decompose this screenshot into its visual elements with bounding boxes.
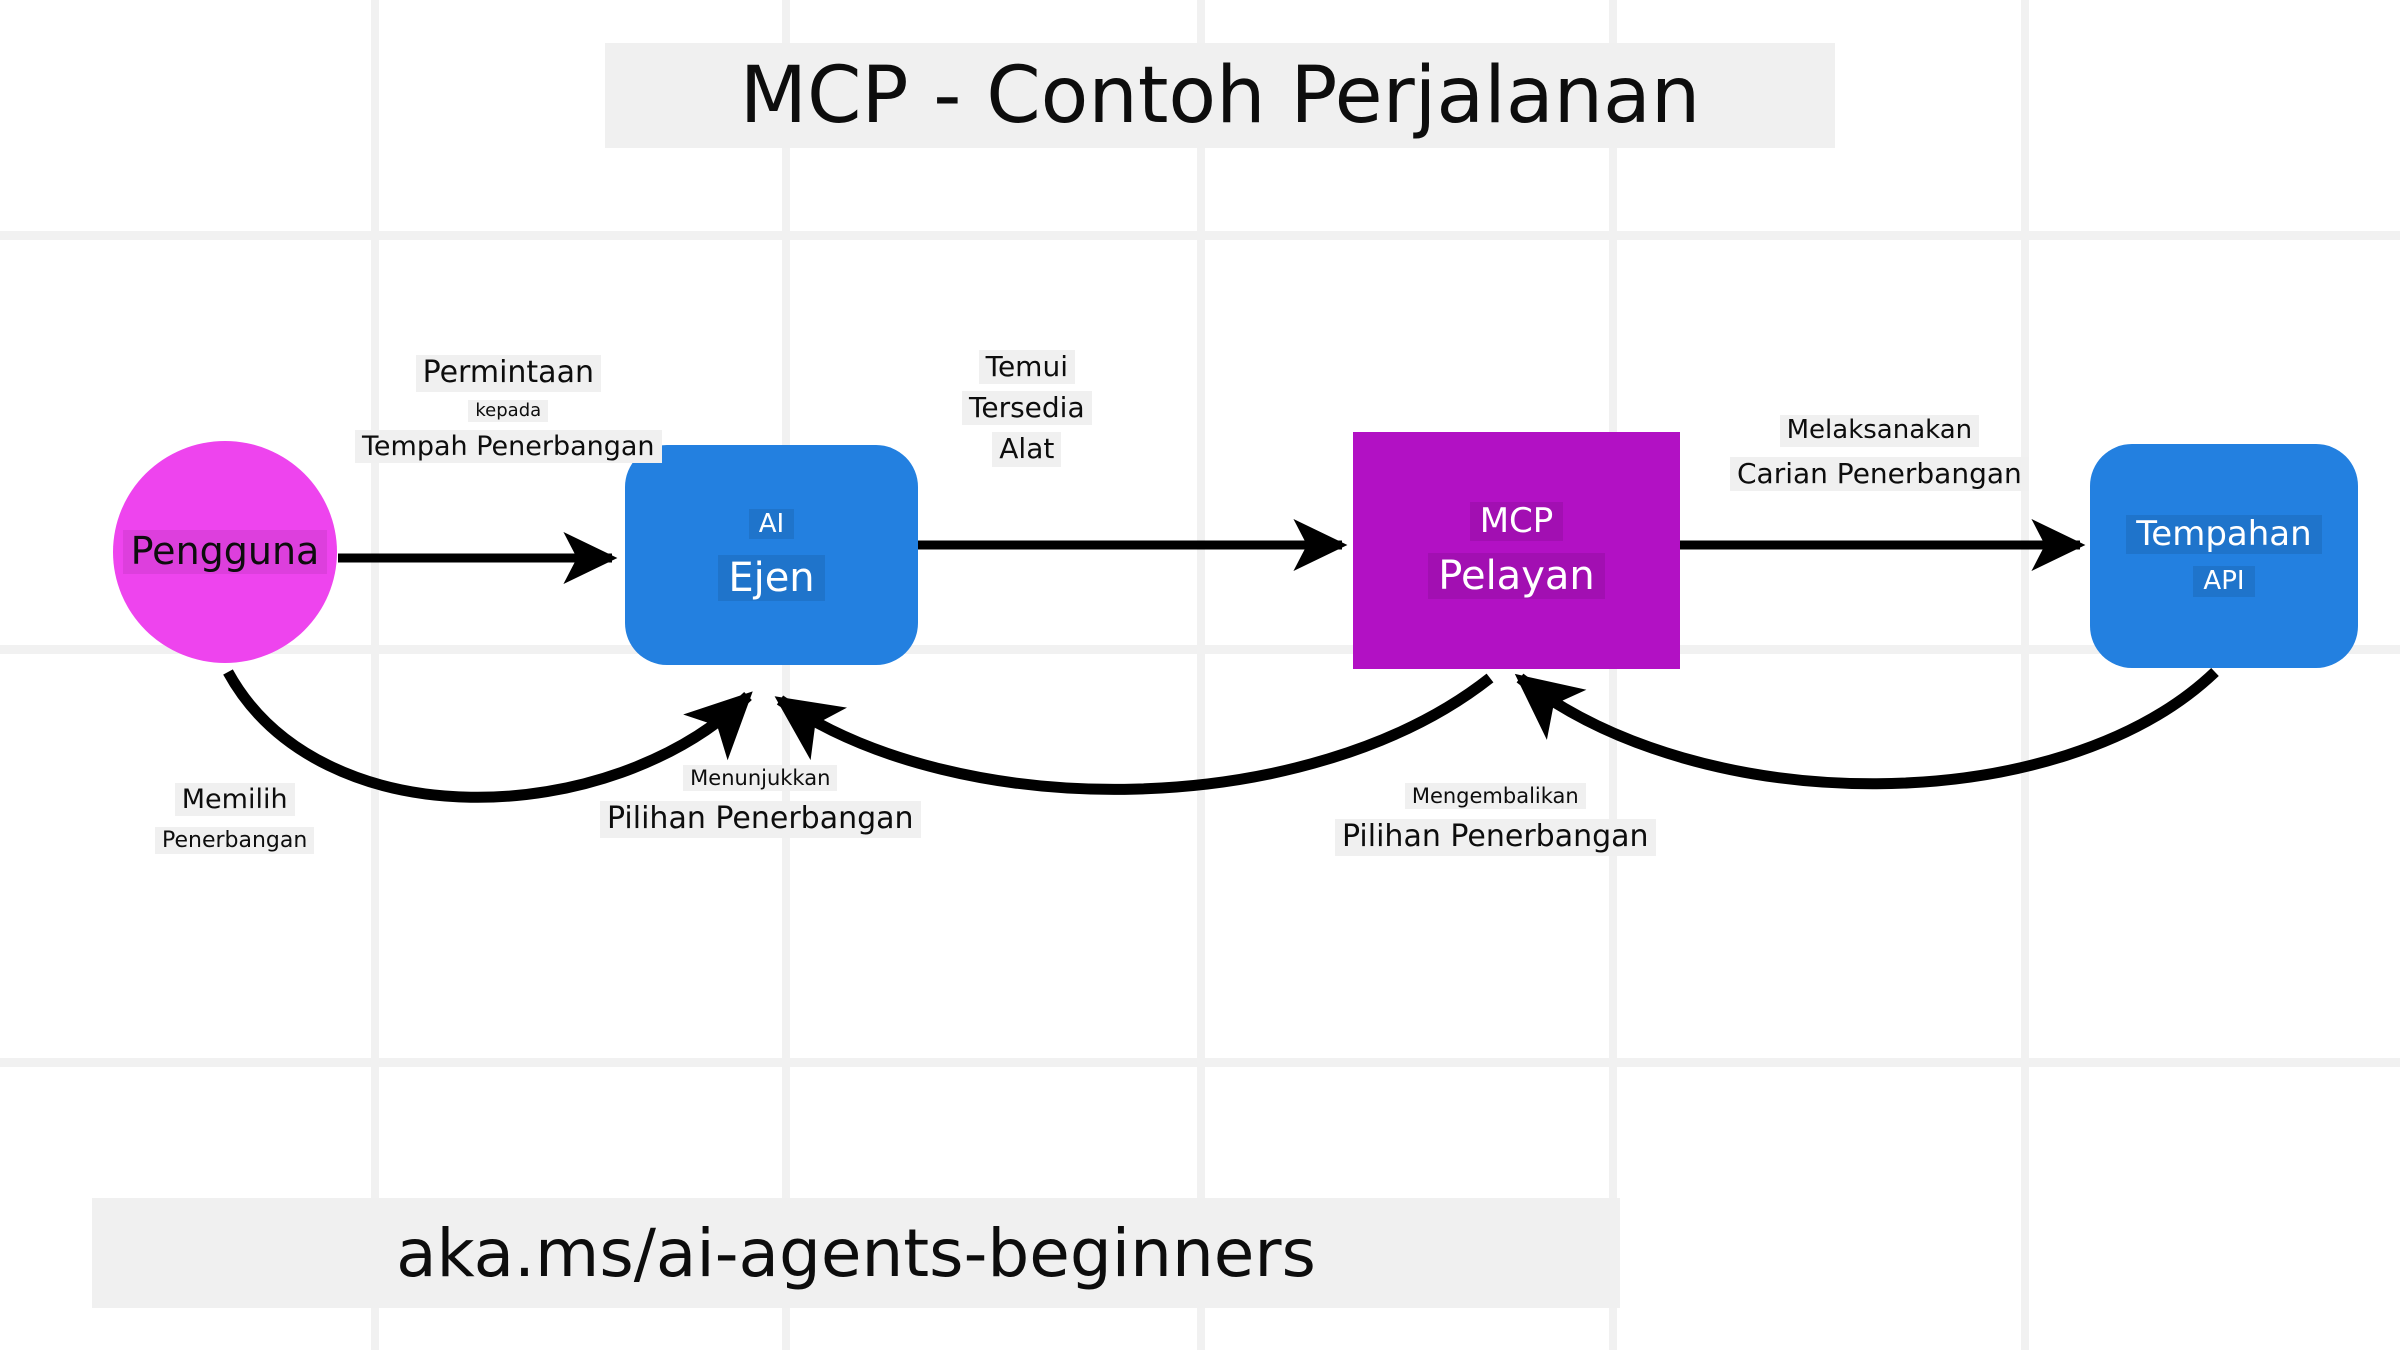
node-booking-api-label-bottom: API xyxy=(2193,566,2255,597)
edge-label-line: Melaksanakan xyxy=(1779,415,1980,447)
node-ai-agent-label-bottom: Ejen xyxy=(718,555,825,602)
grid-line-vertical xyxy=(1197,0,1205,1350)
edge-label-line: Tempah Penerbangan xyxy=(355,430,662,464)
edge-label-line: Temui xyxy=(978,350,1075,385)
edge-label-line: Permintaan xyxy=(415,355,601,392)
node-ai-agent[interactable]: AI Ejen xyxy=(625,445,918,665)
grid-line-vertical xyxy=(1609,0,1617,1350)
edge-label-line: Alat xyxy=(992,432,1062,467)
edge-label-line: Pilihan Penerbangan xyxy=(1335,819,1656,856)
edge-label-agent-show: Menunjukkan Pilihan Penerbangan xyxy=(600,765,921,838)
node-user[interactable]: Pengguna xyxy=(113,441,337,663)
page-title: MCP - Contoh Perjalanan xyxy=(605,43,1835,148)
footer-link[interactable]: aka.ms/ai-agents-beginners xyxy=(92,1198,1620,1308)
node-mcp-server-label-bottom: Pelayan xyxy=(1428,553,1605,600)
edge-label-line: Pilihan Penerbangan xyxy=(600,801,921,838)
node-mcp-server-label-top: MCP xyxy=(1469,501,1564,542)
grid-line-vertical xyxy=(2021,0,2029,1350)
edge-label-line: kepada xyxy=(468,399,549,423)
node-mcp-server[interactable]: MCP Pelayan xyxy=(1353,432,1680,669)
edge-label-line: Memilih xyxy=(174,783,295,817)
arrow-api-return xyxy=(1514,668,2219,790)
edge-label-line: Tersedia xyxy=(962,391,1092,426)
arrow-user-choose-return xyxy=(223,669,753,803)
node-ai-agent-label-top: AI xyxy=(748,508,795,540)
grid-line-horizontal xyxy=(0,1058,2400,1067)
edge-label-mcp-to-api: Melaksanakan Carian Penerbangan xyxy=(1730,415,2029,492)
node-booking-api[interactable]: Tempahan API xyxy=(2090,444,2358,668)
grid-line-horizontal xyxy=(0,645,2400,654)
arrow-mcp-show-return xyxy=(774,673,1494,795)
edge-label-line: Mengembalikan xyxy=(1404,783,1586,810)
grid-line-vertical xyxy=(782,0,790,1350)
edge-label-mcp-return: Mengembalikan Pilihan Penerbangan xyxy=(1335,783,1656,856)
edge-label-user-choose: Memilih Penerbangan xyxy=(155,783,315,855)
edge-label-agent-to-mcp: Temui Tersedia Alat xyxy=(962,350,1092,467)
node-booking-api-label-top: Tempahan xyxy=(2126,515,2322,555)
grid-line-horizontal xyxy=(0,231,2400,240)
edge-label-line: Menunjukkan xyxy=(683,765,838,792)
edge-label-line: Carian Penerbangan xyxy=(1730,456,2029,492)
edge-label-user-to-agent: Permintaan kepada Tempah Penerbangan xyxy=(355,355,662,464)
edge-label-line: Penerbangan xyxy=(155,827,315,855)
grid-line-vertical xyxy=(371,0,379,1350)
node-user-label: Pengguna xyxy=(122,530,328,574)
